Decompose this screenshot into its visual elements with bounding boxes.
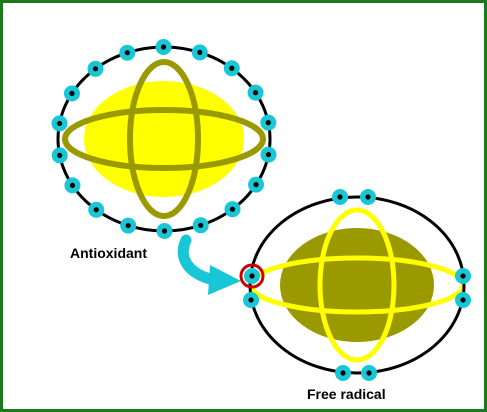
free-radical-electron-dot — [460, 273, 465, 278]
antioxidant-electron-dot — [229, 66, 234, 71]
antioxidant-electron-dot — [94, 207, 99, 212]
free-radical-electron-dot — [340, 370, 345, 375]
free-radical-electron-dot — [248, 297, 253, 302]
antioxidant-electron-dot — [69, 91, 74, 96]
antioxidant-electron-dot — [126, 223, 131, 228]
antioxidant-electron-dot — [253, 90, 258, 95]
antioxidant-electron-dot — [230, 207, 235, 212]
antioxidant-electron-dot — [266, 152, 271, 157]
antioxidant-electron-dot — [57, 153, 62, 158]
antioxidant-label: Antioxidant — [70, 245, 147, 261]
free-radical-nucleus — [280, 228, 434, 342]
antioxidant-electron-dot — [198, 223, 203, 228]
antioxidant-electron-dot — [70, 183, 75, 188]
antioxidant-electron-dot — [197, 50, 202, 55]
antioxidant-electron-dot — [266, 120, 271, 125]
antioxidant-electron-dot — [125, 50, 130, 55]
antioxidant-electron-dot — [57, 121, 62, 126]
free-radical-electron-dot — [366, 370, 371, 375]
unpaired-electron-dot — [249, 273, 254, 278]
antioxidant-electron-dot — [162, 228, 167, 233]
antioxidant-nucleus — [84, 81, 244, 197]
free-radical-label: Free radical — [307, 386, 386, 402]
antioxidant-electron-dot — [161, 44, 166, 49]
free-radical-electron-dot — [365, 194, 370, 199]
free-radical-electron-dot — [337, 194, 342, 199]
antioxidant-electron-dot — [253, 182, 258, 187]
free-radical-electron-dot — [460, 297, 465, 302]
antioxidant-electron-dot — [93, 66, 98, 71]
